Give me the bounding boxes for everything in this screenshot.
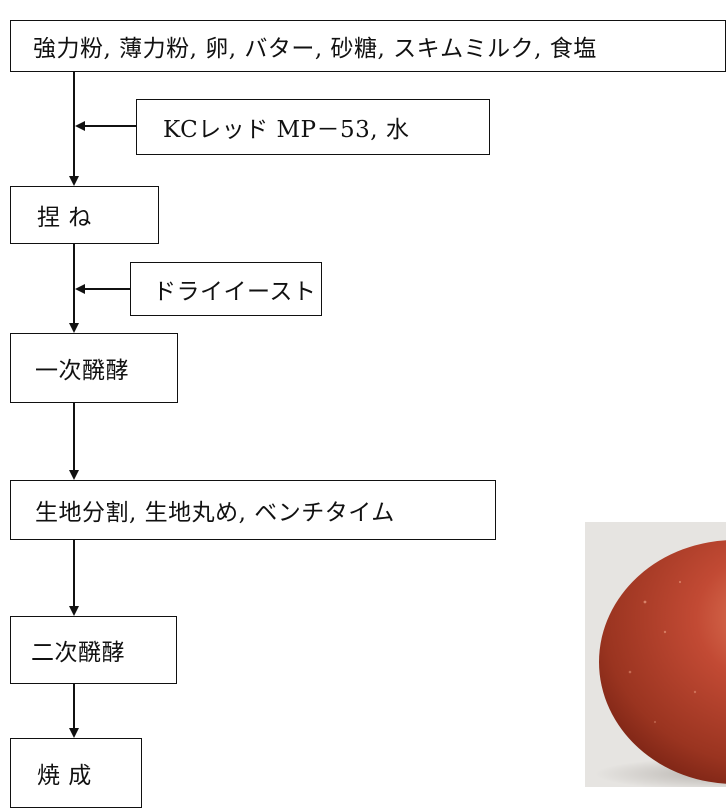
step-bake-label: 焼 成 [37,763,92,789]
step-second-fermentation-label: 二次醗酵 [31,640,125,666]
step-dry-yeast: ドライイースト [130,262,322,316]
bread-photo [585,522,726,787]
step-ingredients-label: 強力粉, 薄力粉, 卵, バター, 砂糖, スキムミルク, 食塩 [33,36,597,62]
step-first-fermentation-label: 一次醗酵 [35,358,129,384]
step-first-fermentation: 一次醗酵 [10,333,178,403]
step-knead: 捏 ね [10,186,159,244]
step-kc-additive-label: KCレッド MP－53, 水 [163,117,410,143]
step-divide-round-bench: 生地分割, 生地丸め, ベンチタイム [10,480,496,540]
step-kc-additive: KCレッド MP－53, 水 [136,99,490,155]
step-bake: 焼 成 [10,738,142,808]
step-ingredients: 強力粉, 薄力粉, 卵, バター, 砂糖, スキムミルク, 食塩 [10,20,726,72]
step-knead-label: 捏 ね [37,205,92,231]
step-dry-yeast-label: ドライイースト [153,279,317,305]
step-divide-round-bench-label: 生地分割, 生地丸め, ベンチタイム [35,500,395,526]
bread-roll-image [585,522,726,787]
step-second-fermentation: 二次醗酵 [10,616,177,684]
